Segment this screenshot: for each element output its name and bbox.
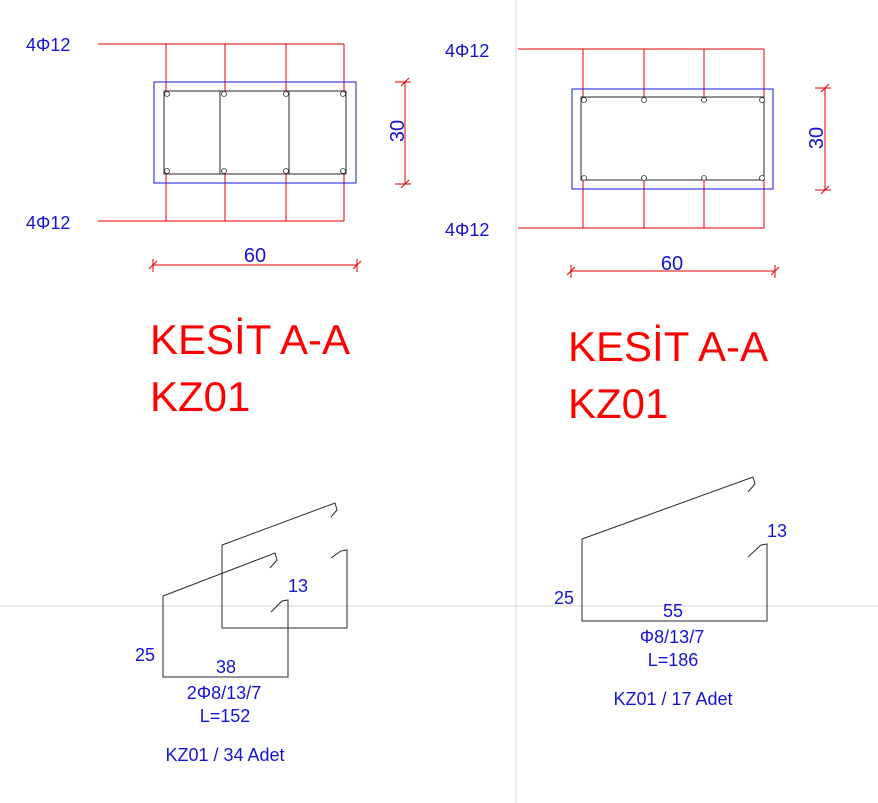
left-height-dim-tick [400, 179, 410, 189]
left-width-dim-label: 60 [244, 245, 266, 267]
right-width-dim-tick [770, 266, 780, 276]
left-stirrup-length: L=152 [200, 706, 251, 726]
right-stirrup-width-label: 55 [663, 601, 683, 621]
right-section-detail: 30 60 4Φ12 4Φ12 KESİT A-A KZ01 [445, 41, 831, 427]
left-stirrup-width-label: 38 [216, 657, 236, 677]
left-stirrup-detail: 13 25 38 2Φ8/13/7 L=152 KZ01 / 34 Adet [135, 502, 348, 765]
right-rebar-dot [581, 175, 587, 181]
right-rebar-dot [759, 175, 765, 181]
right-rebar-dot [641, 97, 647, 103]
right-height-dim-tick [820, 83, 830, 93]
right-stirrup [581, 476, 756, 540]
left-rebar-dot [164, 168, 170, 174]
right-rebar-dot [701, 97, 707, 103]
left-width-dim-tick [148, 260, 158, 270]
right-stirrup-detail: 13 25 55 Φ8/13/7 L=186 KZ01 / 17 Adet [554, 476, 787, 709]
left-concrete-outline [153, 81, 357, 184]
left-rebar-dot [283, 91, 289, 97]
left-top-bar-label: 4Φ12 [26, 35, 70, 55]
right-stirrup-spec: Φ8/13/7 [640, 627, 704, 647]
left-height-dim-label: 30 [387, 120, 409, 142]
right-concrete-outline [571, 88, 774, 190]
left-front-stirrup-body [162, 596, 289, 678]
left-count-label: KZ01 / 34 Adet [165, 745, 284, 765]
right-top-bar-label: 4Φ12 [445, 41, 489, 61]
left-rebar-dot [283, 168, 289, 174]
right-height-dim-tick [820, 185, 830, 195]
right-width-dim-label: 60 [661, 253, 683, 275]
right-bottom-bar-label: 4Φ12 [445, 220, 489, 240]
left-section-detail: 30 60 4Φ12 4Φ12 KESİT A-A KZ01 [26, 35, 411, 420]
right-rebar-dot [701, 175, 707, 181]
right-rebar-dot [641, 175, 647, 181]
left-section-title: KESİT A-A [150, 316, 350, 363]
left-back-stirrup [221, 502, 338, 546]
right-height-dim-label: 30 [806, 127, 828, 149]
left-stirrup-spec: 2Φ8/13/7 [187, 683, 261, 703]
right-stirrup-length: L=186 [648, 650, 699, 670]
right-section-code: KZ01 [568, 380, 668, 427]
right-width-dim-tick [566, 266, 576, 276]
left-stirrup-leg-label: 25 [135, 645, 155, 665]
right-stirrup-leg-label: 25 [554, 588, 574, 608]
left-front-stirrup [162, 552, 278, 597]
left-section-code: KZ01 [150, 373, 250, 420]
right-outer-stirrup [580, 96, 765, 181]
left-rebar-dot [221, 168, 227, 174]
left-rebar-dot [340, 168, 346, 174]
left-width-dim-tick [352, 260, 362, 270]
right-rebar-dot [759, 97, 765, 103]
right-count-label: KZ01 / 17 Adet [613, 689, 732, 709]
left-rebar-dot [221, 91, 227, 97]
left-stirrup-hook-label: 13 [288, 576, 308, 596]
left-rebar-dot [164, 91, 170, 97]
right-stirrup-hook-label: 13 [767, 521, 787, 541]
right-section-title: KESİT A-A [568, 323, 768, 370]
left-back-stirrup-body [221, 545, 348, 629]
right-rebar-dot [581, 97, 587, 103]
left-height-dim-tick [400, 77, 410, 87]
left-rebar-dot [340, 91, 346, 97]
right-stirrup-body [581, 539, 768, 622]
left-bottom-bar-label: 4Φ12 [26, 213, 70, 233]
left-outer-stirrup [163, 90, 347, 175]
